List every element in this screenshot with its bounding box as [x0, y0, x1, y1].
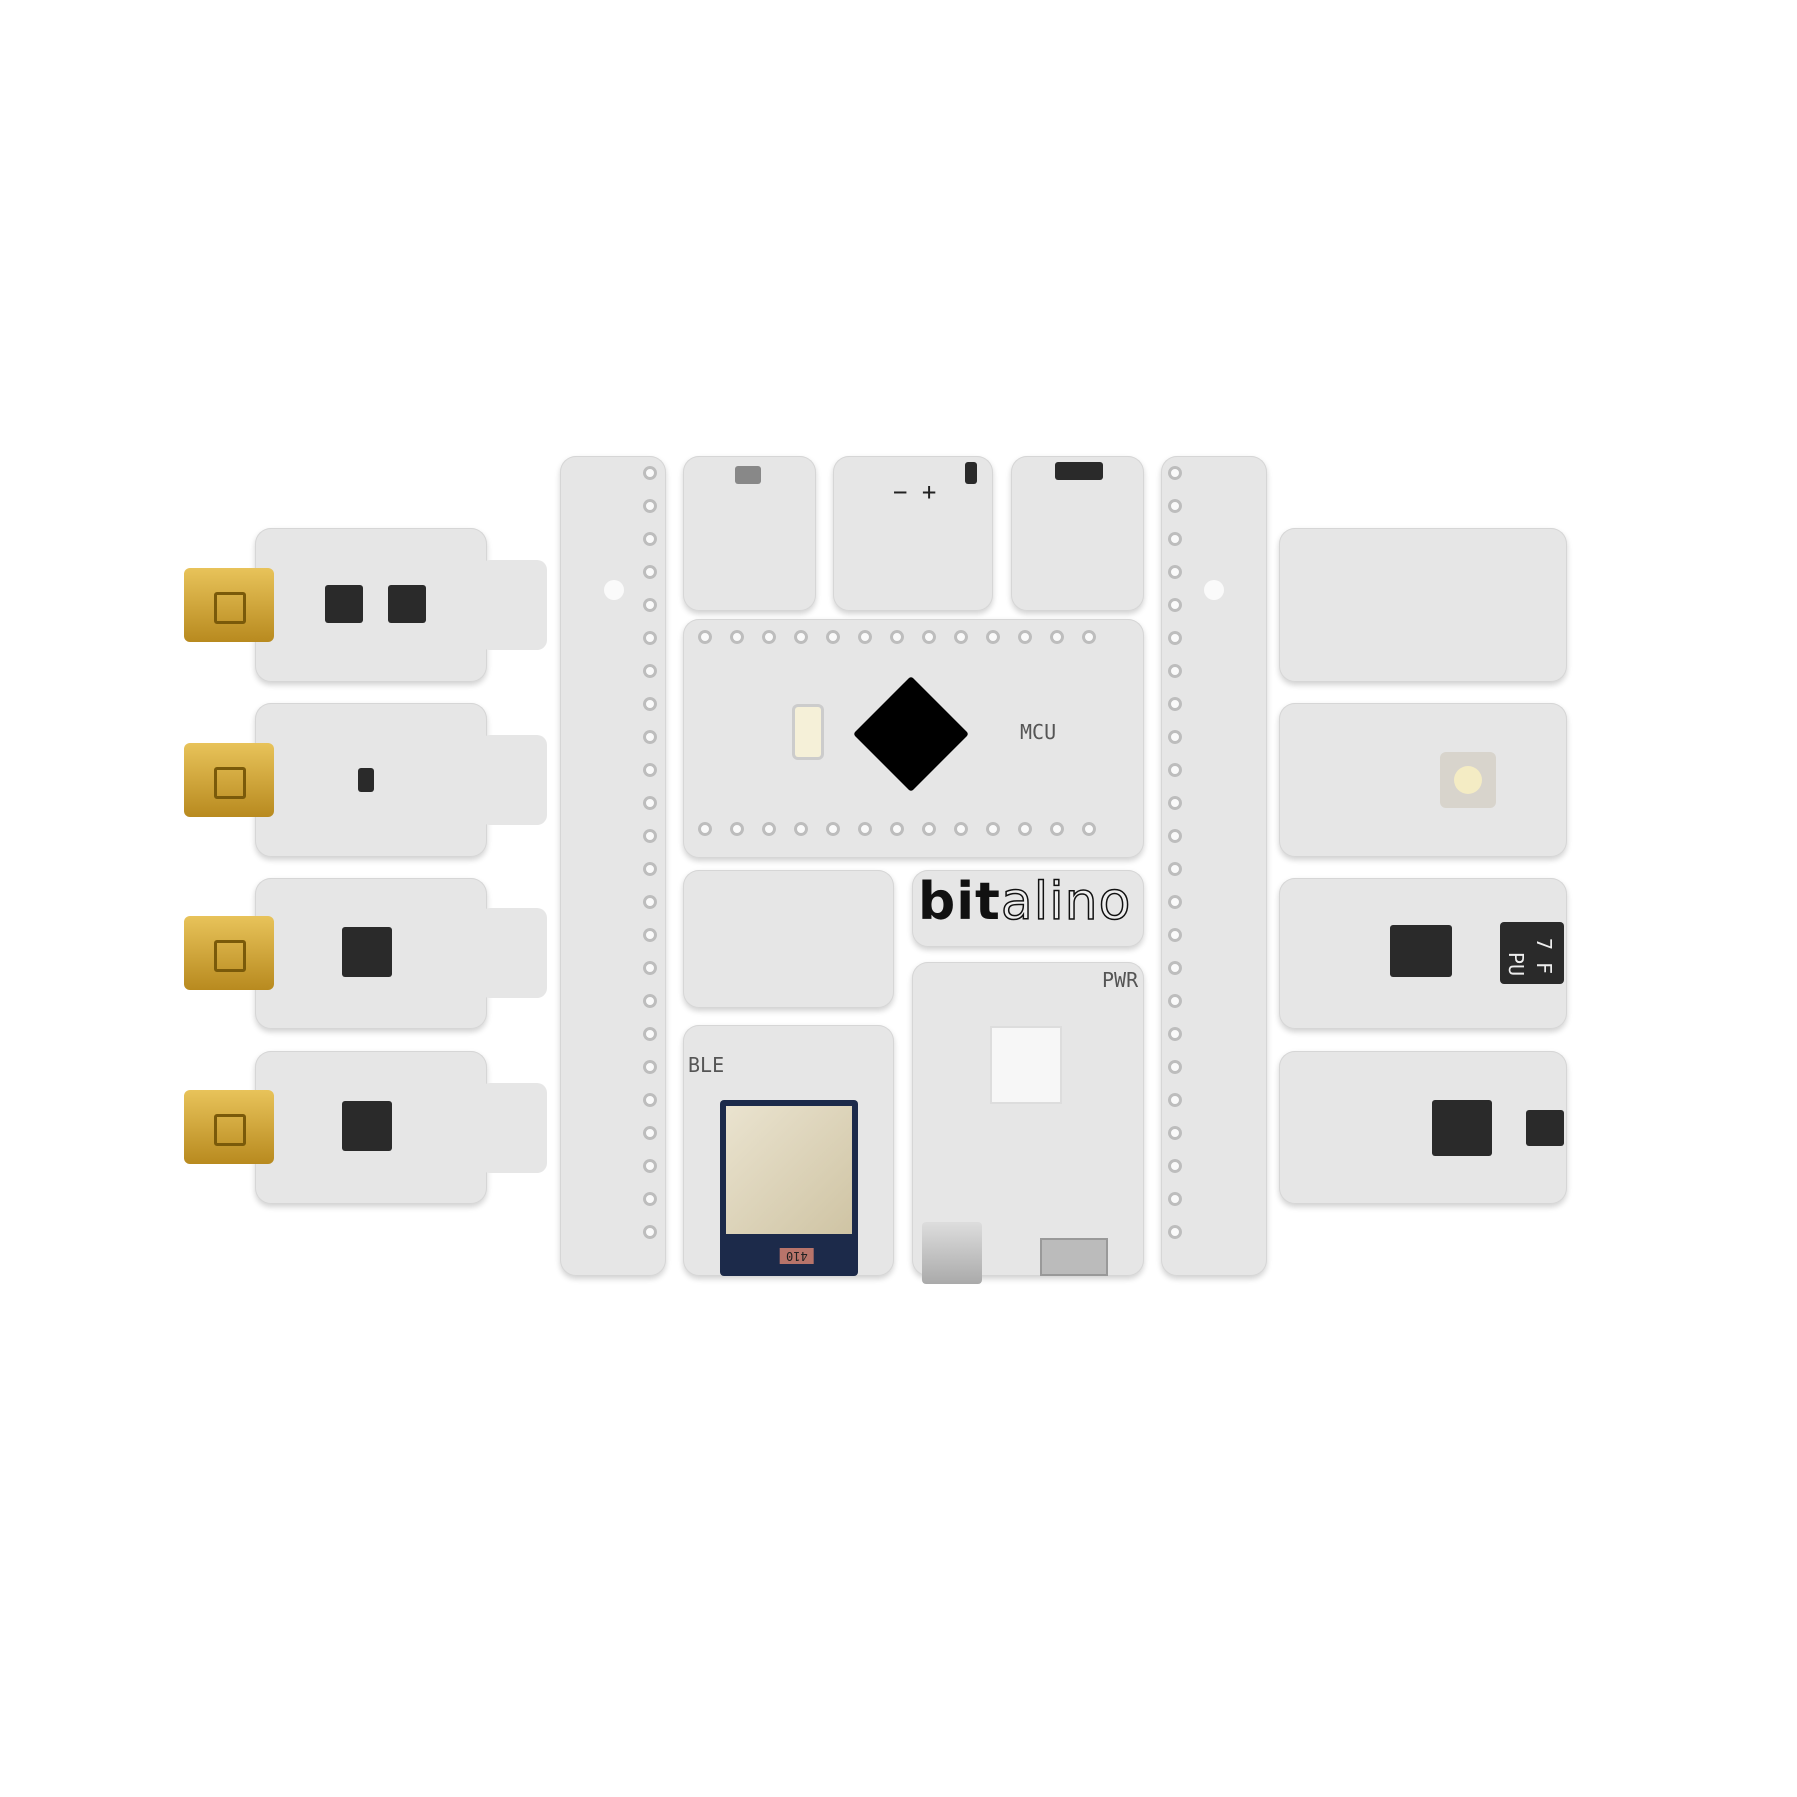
header-hole	[1168, 862, 1182, 876]
power-switch[interactable]	[1040, 1238, 1108, 1276]
header-hole	[1168, 697, 1182, 711]
header-hole	[826, 822, 840, 836]
usb-port[interactable]	[922, 1222, 982, 1284]
header-hole	[643, 928, 657, 942]
center-sensor-module	[683, 870, 894, 1008]
header-hole	[643, 763, 657, 777]
header-hole	[643, 565, 657, 579]
header-hole	[1168, 895, 1182, 909]
header-hole	[643, 1192, 657, 1206]
ble-chip-marking: 410	[780, 1248, 814, 1264]
header-hole	[1050, 822, 1064, 836]
header-hole	[890, 630, 904, 644]
header-hole	[1168, 1027, 1182, 1041]
header-hole	[1082, 630, 1096, 644]
header-hole	[643, 730, 657, 744]
usb-connector-icon	[184, 568, 274, 642]
header-hole	[643, 466, 657, 480]
header-hole	[858, 630, 872, 644]
header-hole	[643, 961, 657, 975]
usb-connector-icon	[184, 916, 274, 990]
header-hole	[794, 822, 808, 836]
header-hole	[858, 822, 872, 836]
header-hole	[922, 822, 936, 836]
header-hole	[1168, 1060, 1182, 1074]
header-hole	[643, 697, 657, 711]
header-hole	[890, 822, 904, 836]
header-hole	[643, 796, 657, 810]
battery-connector	[990, 1026, 1062, 1104]
header-hole	[643, 1126, 657, 1140]
header-hole	[1168, 1126, 1182, 1140]
header-hole	[643, 1159, 657, 1173]
header-hole	[954, 822, 968, 836]
header-hole	[698, 630, 712, 644]
ble-module: 410	[720, 1100, 858, 1276]
header-hole	[643, 1060, 657, 1074]
module-marking-2: PU	[1504, 951, 1529, 977]
header-hole	[1168, 1159, 1182, 1173]
header-hole	[762, 822, 776, 836]
push-button[interactable]	[1440, 752, 1496, 808]
header-hole	[826, 630, 840, 644]
header-hole	[1168, 631, 1182, 645]
header-hole	[643, 499, 657, 513]
header-hole	[1168, 565, 1182, 579]
header-hole	[1168, 829, 1182, 843]
ble-label: BLE	[688, 1053, 725, 1077]
header-hole	[1168, 1192, 1182, 1206]
header-hole	[1168, 466, 1182, 480]
header-hole	[643, 1225, 657, 1239]
header-hole	[986, 822, 1000, 836]
header-hole	[643, 1027, 657, 1041]
header-hole	[1168, 796, 1182, 810]
module-marking: 7 F	[1532, 937, 1557, 975]
header-hole	[986, 630, 1000, 644]
header-hole	[1050, 630, 1064, 644]
header-hole	[922, 630, 936, 644]
top-module-sensor	[1011, 456, 1144, 611]
header-hole	[698, 822, 712, 836]
mcu-label: MCU	[1020, 720, 1057, 744]
right-module-4	[1279, 1051, 1567, 1204]
header-hole	[1018, 822, 1032, 836]
header-hole	[1168, 730, 1182, 744]
bitalino-logo: bitalino	[918, 871, 1132, 933]
header-hole	[643, 664, 657, 678]
header-hole	[643, 598, 657, 612]
header-hole	[1082, 822, 1096, 836]
header-hole	[643, 532, 657, 546]
header-hole	[1168, 961, 1182, 975]
header-hole	[730, 630, 744, 644]
logo-panel	[912, 870, 1144, 947]
header-hole	[643, 631, 657, 645]
header-hole	[1168, 928, 1182, 942]
header-hole	[643, 829, 657, 843]
header-hole	[643, 994, 657, 1008]
header-hole	[643, 862, 657, 876]
header-hole	[1168, 499, 1182, 513]
header-hole	[954, 630, 968, 644]
buzzer-component: 7 F PU	[1500, 922, 1564, 984]
right-module-2	[1279, 703, 1567, 857]
header-hole	[1168, 1093, 1182, 1107]
right-module-1	[1279, 528, 1567, 682]
header-hole	[1018, 630, 1032, 644]
usb-connector-icon	[184, 743, 274, 817]
usb-connector-icon	[184, 1090, 274, 1164]
header-hole	[730, 822, 744, 836]
header-hole	[643, 895, 657, 909]
pwr-label: PWR	[1102, 968, 1139, 992]
header-hole	[1168, 598, 1182, 612]
header-hole	[643, 1093, 657, 1107]
header-hole	[762, 630, 776, 644]
header-hole	[1168, 994, 1182, 1008]
polarity-label: − +	[893, 478, 937, 506]
header-hole	[1168, 532, 1182, 546]
header-hole	[1168, 1225, 1182, 1239]
header-hole	[1168, 664, 1182, 678]
header-hole	[794, 630, 808, 644]
header-hole	[1168, 763, 1182, 777]
